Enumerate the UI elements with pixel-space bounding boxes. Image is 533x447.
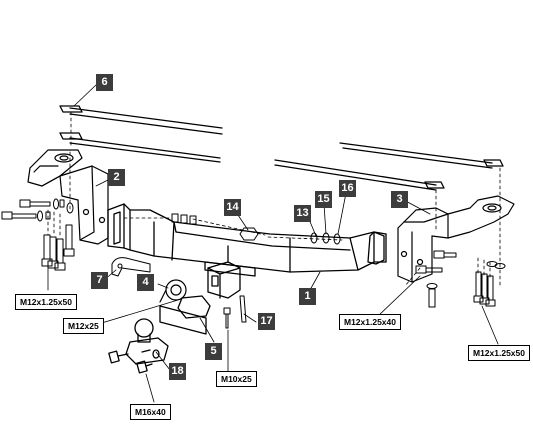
part-label-3: 3 <box>391 191 408 208</box>
part-label-17: 17 <box>258 313 275 330</box>
left-bracket-fasteners <box>1 198 75 271</box>
pipe-clamp <box>159 279 187 303</box>
spec-callout-ball-mount-bolts: M16x40 <box>130 404 171 420</box>
part-label-6: 6 <box>96 74 113 91</box>
part-label-7: 7 <box>91 272 108 289</box>
support-bracket <box>111 257 151 277</box>
spec-callout-far-right-bolts: M12x1.25x50 <box>468 345 530 361</box>
part-label-16: 16 <box>339 180 356 197</box>
tow-ball-mount <box>108 318 169 374</box>
part-label-4: 4 <box>137 274 154 291</box>
right-bracket-fasteners <box>415 250 506 308</box>
part-label-5: 5 <box>205 343 222 360</box>
part-label-15: 15 <box>315 191 332 208</box>
part-label-14: 14 <box>224 199 241 216</box>
pin-and-bolt <box>223 295 247 329</box>
spec-callout-lower-left-bolt: M12x25 <box>63 318 104 334</box>
spec-callout-left-bracket-bolts: M12x1.25x50 <box>15 294 77 310</box>
mounting-straps <box>59 105 504 191</box>
part-label-13: 13 <box>294 205 311 222</box>
beam-nuts <box>171 213 341 245</box>
left-side-bracket <box>27 149 109 245</box>
part-label-2: 2 <box>108 169 125 186</box>
spec-callout-right-bracket-bolts: M12x1.25x40 <box>339 314 401 330</box>
main-cross-beam <box>107 203 387 277</box>
spec-callout-tow-ball-bolt: M10x25 <box>216 371 257 387</box>
leader-lines <box>47 84 499 403</box>
alignment-guides <box>47 111 501 287</box>
part-label-18: 18 <box>169 363 186 380</box>
receiver-socket <box>159 261 241 335</box>
right-side-bracket <box>397 195 515 283</box>
part-label-1: 1 <box>299 288 316 305</box>
